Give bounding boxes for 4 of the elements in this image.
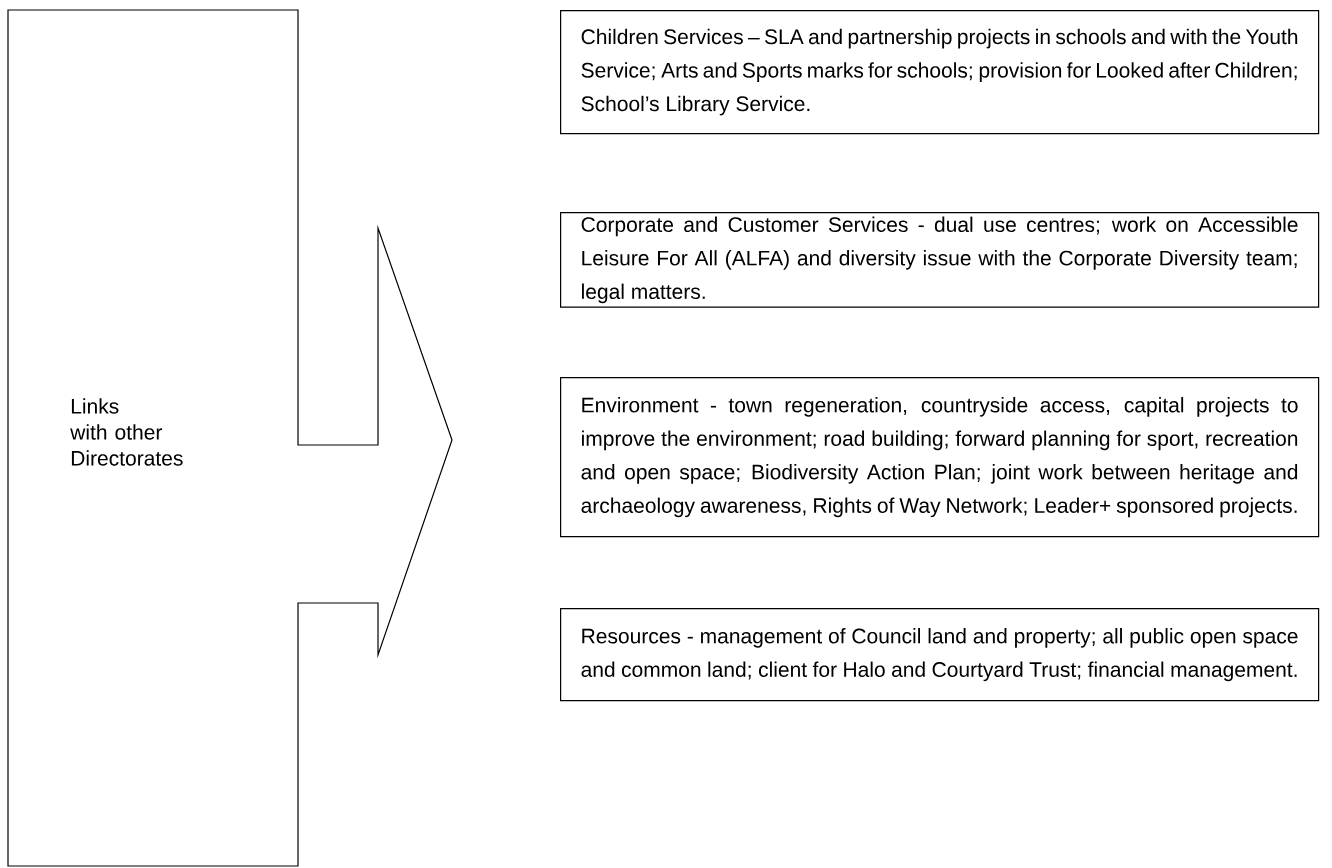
text-box: Children Services – SLA and partnership projects in schools and with the Youth Service; Arts and Sports marks for schools; provision for Looked after Children; School’s Library Service.: [560, 10, 1320, 135]
text-box: Corporate and Customer Services - dual use centres; work on Accessible Leisure For All (ALFA) and diversity issue with the Corporate Diversity team; legal matters.: [560, 212, 1320, 308]
text-box: Resources - management of Council land and property; all public open space and common land; client for Halo and Courtyard Trust; financial management.: [560, 608, 1320, 702]
text-box: Environment - town regeneration, countryside access, capital projects to improve the environment; road building; forward planning for sport, recreation and open space; Biodiversity Action Plan; joint work between heritage and archaeology awareness, Rights of Way Network; Leader+ sponsored projects.: [560, 377, 1320, 538]
